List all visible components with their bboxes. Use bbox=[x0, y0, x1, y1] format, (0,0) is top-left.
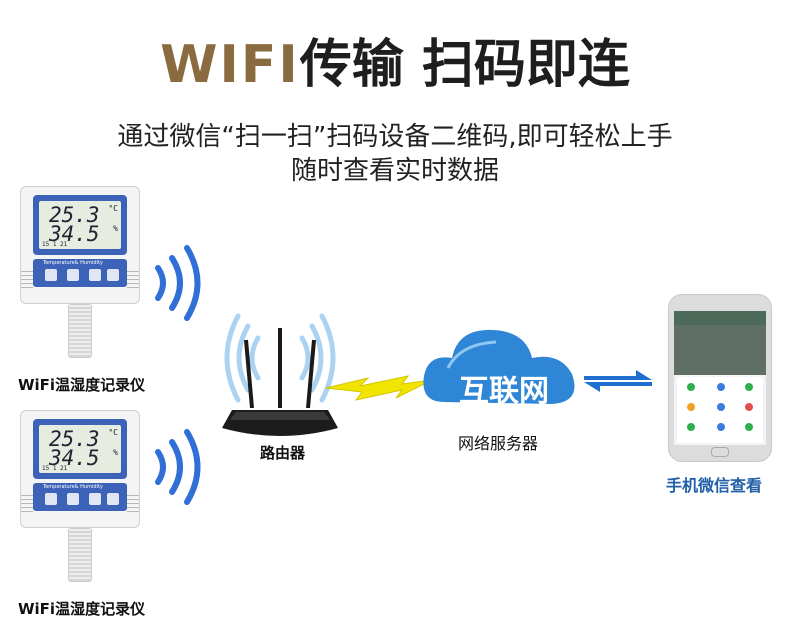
phone-icon bbox=[668, 294, 772, 462]
logger-button bbox=[89, 269, 101, 281]
phone-status-bar bbox=[674, 311, 766, 325]
app-icon bbox=[717, 383, 725, 391]
subtitle-line2: 随时查看实时数据 bbox=[290, 156, 499, 186]
logger-body: 25.3 °C 34.5 % 15 1 21 Temperature& Humi… bbox=[20, 410, 140, 528]
logger-label-1: WiFi温湿度记录仪 bbox=[18, 376, 146, 394]
logger-button-panel: Temperature& Humidity bbox=[33, 483, 127, 511]
logger-button-panel: Temperature& Humidity bbox=[33, 259, 127, 287]
wifi-signal-icon bbox=[155, 245, 201, 321]
humidity-unit: % bbox=[113, 224, 118, 233]
phone-screen bbox=[674, 311, 766, 445]
cloud-text: 互联网 bbox=[459, 374, 549, 409]
logger-screen-frame: 25.3 °C 34.5 % 15 1 21 bbox=[33, 419, 127, 479]
app-icon bbox=[717, 403, 725, 411]
lcd-time: 15 1 21 bbox=[42, 465, 68, 472]
router-label: 路由器 bbox=[260, 444, 306, 462]
logger-screen-frame: 25.3 °C 34.5 % 15 1 21 bbox=[33, 195, 127, 255]
app-icon bbox=[687, 423, 695, 431]
sensor-probe bbox=[68, 304, 92, 358]
app-icon bbox=[687, 383, 695, 391]
cloud-icon bbox=[423, 329, 575, 404]
phone-label: 手机微信查看 bbox=[666, 476, 763, 495]
temperature-reading: 25.3 bbox=[49, 203, 100, 227]
subtitle-line1: 通过微信“扫一扫”扫码设备二维码,即可轻松上手 bbox=[117, 122, 673, 152]
logger-button bbox=[67, 493, 79, 505]
logger-device-1: 25.3 °C 34.5 % 15 1 21 Temperature& Humi… bbox=[20, 186, 144, 386]
logger-label-2: WiFi温湿度记录仪 bbox=[18, 600, 146, 618]
logger-lcd: 25.3 °C 34.5 % 15 1 21 bbox=[39, 425, 121, 473]
logger-button bbox=[45, 269, 57, 281]
bidirectional-arrow-icon bbox=[584, 370, 652, 392]
router-icon bbox=[222, 313, 338, 436]
logger-button bbox=[45, 493, 57, 505]
headline-rest: 传输 扫码即连 bbox=[299, 35, 630, 95]
headline: WIFI传输 扫码即连 bbox=[0, 22, 790, 97]
phone-app-card bbox=[677, 377, 763, 443]
server-label: 网络服务器 bbox=[458, 434, 539, 453]
humidity-reading: 34.5 bbox=[49, 446, 100, 470]
logger-button bbox=[89, 493, 101, 505]
logger-button bbox=[107, 269, 119, 281]
wifi-signal-icon bbox=[155, 429, 201, 505]
band-text: Temperature& Humidity bbox=[43, 484, 103, 490]
headline-brand: WIFI bbox=[160, 35, 300, 95]
app-icon bbox=[745, 383, 753, 391]
temperature-unit: °C bbox=[108, 204, 118, 213]
band-text: Temperature& Humidity bbox=[43, 260, 103, 266]
app-icon bbox=[717, 423, 725, 431]
phone-home-button bbox=[711, 447, 729, 457]
app-icon bbox=[745, 423, 753, 431]
vent-right bbox=[127, 495, 139, 513]
lightning-bolt-icon bbox=[325, 375, 433, 401]
logger-button bbox=[107, 493, 119, 505]
logger-device-2: 25.3 °C 34.5 % 15 1 21 Temperature& Humi… bbox=[20, 410, 144, 610]
app-icon bbox=[745, 403, 753, 411]
sensor-probe bbox=[68, 528, 92, 582]
app-icon bbox=[687, 403, 695, 411]
humidity-unit: % bbox=[113, 448, 118, 457]
logger-lcd: 25.3 °C 34.5 % 15 1 21 bbox=[39, 201, 121, 249]
temperature-reading: 25.3 bbox=[49, 427, 100, 451]
temperature-unit: °C bbox=[108, 428, 118, 437]
phone-dashboard-panel bbox=[674, 325, 766, 375]
logger-button bbox=[67, 269, 79, 281]
vent-left bbox=[21, 495, 33, 513]
lcd-time: 15 1 21 bbox=[42, 241, 68, 248]
vent-right bbox=[127, 271, 139, 289]
vent-left bbox=[21, 271, 33, 289]
logger-body: 25.3 °C 34.5 % 15 1 21 Temperature& Humi… bbox=[20, 186, 140, 304]
humidity-reading: 34.5 bbox=[49, 222, 100, 246]
